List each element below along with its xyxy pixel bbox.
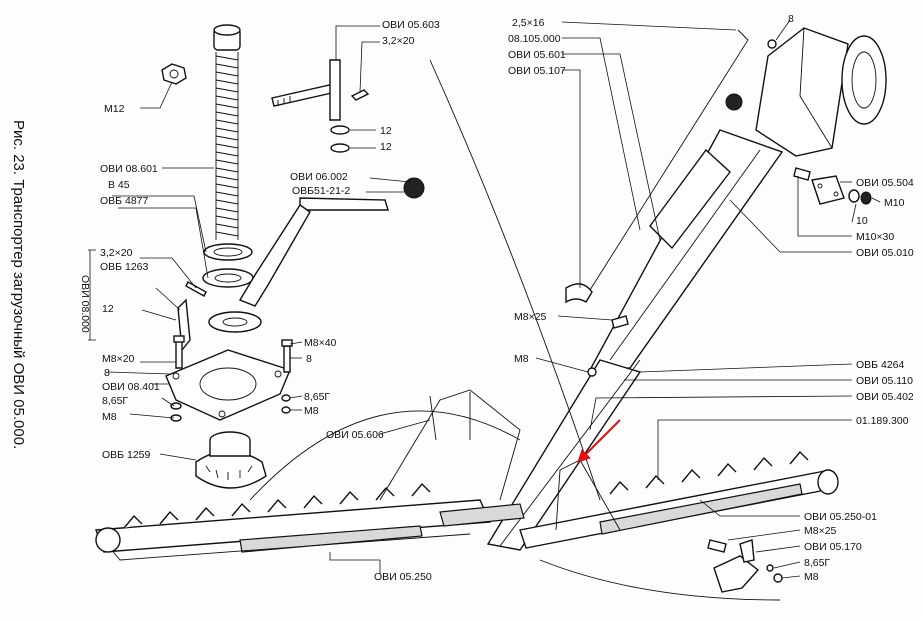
label-m12: М12 <box>104 103 125 115</box>
bolt-m8x20 <box>175 339 183 369</box>
label-ovi05606: ОВИ 05.606 <box>326 429 384 441</box>
label-ovi05170: ОВИ 05.170 <box>804 541 862 553</box>
label-m8x40: М8×40 <box>304 337 337 349</box>
label-12a: 12 <box>380 125 392 137</box>
label-m8x20: М8×20 <box>102 353 135 365</box>
label-ovb4877: ОВБ 4877 <box>100 195 148 207</box>
label-m8-left: М8 <box>102 411 117 423</box>
label-12-left: 12 <box>102 303 114 315</box>
label-3-2x20-left: 3,2×20 <box>100 247 133 259</box>
label-ovi05107: ОВИ 05.107 <box>508 65 566 77</box>
label-ovi05603: ОВИ 05.603 <box>382 19 440 31</box>
label-ovi05250-01: ОВИ 05.250-01 <box>804 511 877 523</box>
flow-curve-3 <box>539 559 781 601</box>
bolt-m8x40 <box>283 345 291 373</box>
label-865g-right: 8,65Г <box>804 557 830 569</box>
threaded-screw <box>213 24 241 240</box>
label-ovi05601: ОВИ 05.601 <box>508 49 566 61</box>
label-08105000: 08.105.000 <box>508 33 561 45</box>
highlight-arrow <box>577 419 621 463</box>
washer-ovb4877 <box>202 268 254 288</box>
plate-ovi05504 <box>793 167 872 205</box>
conveyor-boom <box>486 129 784 551</box>
label-865g-left: 8,65Г <box>102 395 128 407</box>
frame-ovi05606 <box>379 389 525 527</box>
label-ovi06002: ОВИ 06.002 <box>290 171 348 183</box>
label-ovb1263: ОВБ 1263 <box>100 261 148 273</box>
label-m8-right: М8 <box>804 571 819 583</box>
label-ovi05504: ОВИ 05.504 <box>856 177 914 189</box>
label-ovi08401: ОВИ 08.401 <box>102 381 160 393</box>
label-865g-mid: 8,65Г <box>304 391 330 403</box>
washer-8-top <box>767 39 777 49</box>
label-ovb4264: ОВБ 4264 <box>856 359 904 371</box>
bracket-ovi05170 <box>707 539 783 593</box>
group-bracket <box>88 249 96 341</box>
label-ovi05402: ОВИ 05.402 <box>856 391 914 403</box>
label-10: 10 <box>856 215 868 227</box>
label-m8x25-right: М8×25 <box>804 525 837 537</box>
crank-handle <box>208 197 389 333</box>
washer-small-left <box>170 402 182 410</box>
label-8-mid: 8 <box>306 353 312 365</box>
label-ovi05010: ОВИ 05.010 <box>856 247 914 259</box>
cotter-pin-left <box>185 281 207 297</box>
flange-plate <box>165 349 291 421</box>
flow-curve <box>429 59 601 501</box>
label-2-5x16: 2,5×16 <box>512 17 545 29</box>
label-01189300: 01.189.300 <box>856 415 909 427</box>
ball-knob <box>403 177 425 199</box>
label-ovb1259: ОВБ 1259 <box>102 449 150 461</box>
leader-lines <box>107 19 881 579</box>
label-ovi05110: ОВИ 05.110 <box>856 375 913 387</box>
washer-12b <box>330 143 350 153</box>
label-m8x25-mid: М8×25 <box>514 311 547 323</box>
nut-m8-center <box>587 367 597 377</box>
label-ovi08601: ОВИ 08.601 <box>100 163 158 175</box>
drive-head-box <box>725 27 887 157</box>
label-8-top: 8 <box>788 13 794 25</box>
label-ovb51212: ОВБ51-21-2 <box>292 185 350 197</box>
label-v45: В 45 <box>108 179 130 191</box>
nut-m12 <box>161 63 187 85</box>
flow-curve-2 <box>249 410 521 501</box>
label-8-left: 8 <box>104 367 110 379</box>
chain-conveyor-left <box>95 482 492 561</box>
label-m8-center: М8 <box>514 353 529 365</box>
bolt-m8x25-mid <box>611 315 629 329</box>
washer-v45 <box>203 243 253 261</box>
chain-conveyor-right <box>519 450 839 549</box>
label-ovi05250: ОВИ 05.250 <box>374 571 432 583</box>
label-12b: 12 <box>380 141 392 153</box>
group-label: ОВИ 08.000 <box>79 275 91 333</box>
washer-12a <box>330 125 350 135</box>
label-3-2x20-top: 3,2×20 <box>382 35 415 47</box>
figure-caption: Рис. 23. Транспортер загрузочный ОВИ 05.… <box>10 120 27 449</box>
label-m10: М10 <box>884 197 905 209</box>
label-m10x30: М10×30 <box>856 231 894 243</box>
label-m8-mid: М8 <box>304 405 319 417</box>
l-handle <box>271 59 341 121</box>
washer-small-mid <box>281 394 291 402</box>
rod-handle <box>565 283 593 304</box>
nut-small-mid <box>281 406 291 414</box>
gear-hub-ovb1259 <box>195 431 267 489</box>
